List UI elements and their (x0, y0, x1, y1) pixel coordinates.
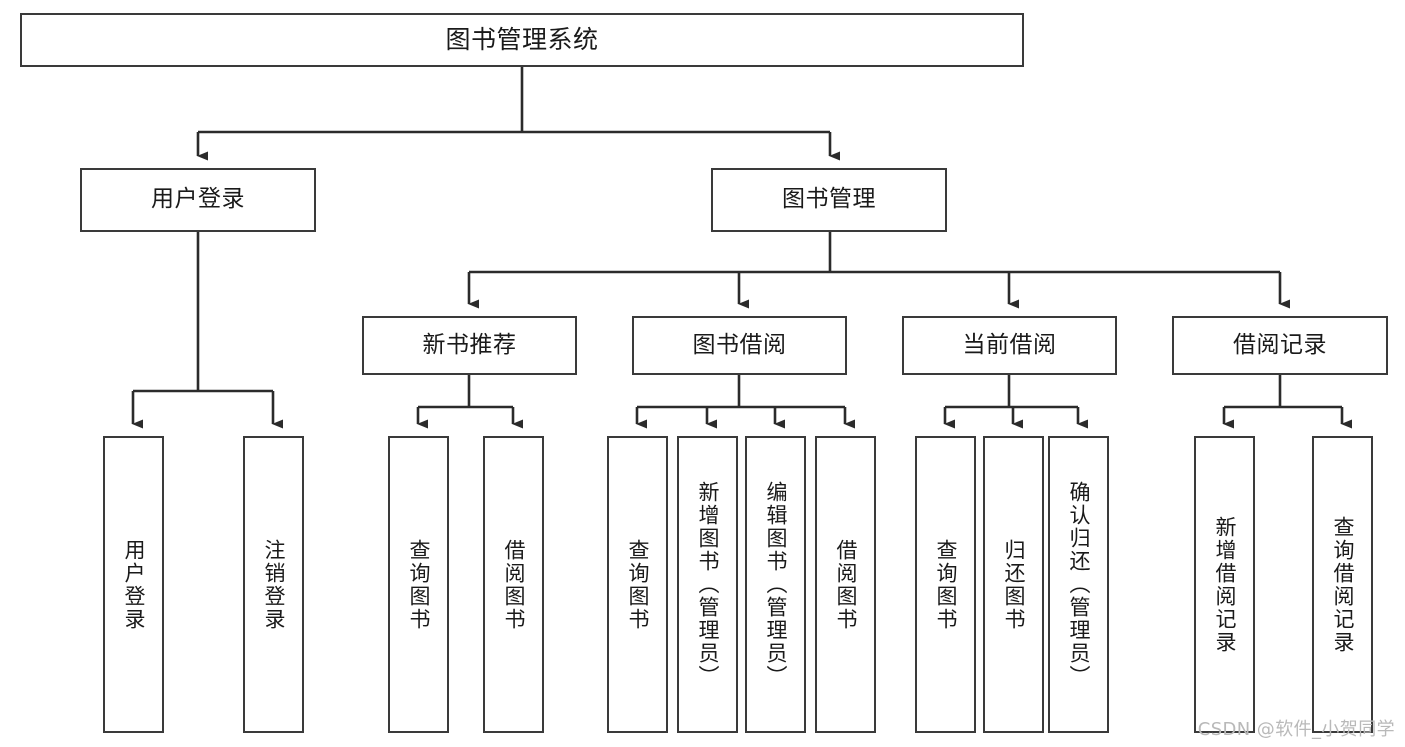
node-current-borrow-label: 当前借阅 (962, 331, 1057, 358)
node-leaf-return-book-label: 归还图书 (1001, 538, 1026, 631)
node-leaf-user-login-label: 用户登录 (121, 538, 146, 631)
node-user-login-label: 用户登录 (151, 186, 245, 213)
node-leaf-add-record-label: 新增借阅记录 (1212, 515, 1237, 654)
node-user-login[interactable]: 用户登录 (80, 168, 316, 232)
node-leaf-confirm-return-label: 确认归还（管理员） (1066, 481, 1091, 688)
node-borrow-record-label: 借阅记录 (1233, 331, 1327, 358)
node-leaf-add-book-label: 新增图书（管理员） (695, 481, 720, 688)
node-leaf-query-book-2[interactable]: 查询图书 (607, 436, 668, 733)
node-new-book-recommend-label: 新书推荐 (422, 331, 517, 358)
node-current-borrow[interactable]: 当前借阅 (902, 316, 1117, 375)
node-leaf-query-record[interactable]: 查询借阅记录 (1312, 436, 1373, 733)
node-leaf-query-book-3-label: 查询图书 (933, 538, 958, 631)
node-borrow-record[interactable]: 借阅记录 (1172, 316, 1388, 375)
node-leaf-edit-book[interactable]: 编辑图书（管理员） (745, 436, 806, 733)
node-leaf-query-book-2-label: 查询图书 (625, 538, 650, 631)
node-leaf-edit-book-label: 编辑图书（管理员） (763, 481, 788, 688)
node-book-manage-label: 图书管理 (782, 186, 876, 213)
node-leaf-borrow-book-2[interactable]: 借阅图书 (815, 436, 876, 733)
node-leaf-add-record[interactable]: 新增借阅记录 (1194, 436, 1255, 733)
node-root-label: 图书管理系统 (445, 25, 599, 55)
node-new-book-recommend[interactable]: 新书推荐 (362, 316, 577, 375)
node-leaf-return-book[interactable]: 归还图书 (983, 436, 1044, 733)
node-leaf-user-logout-label: 注销登录 (261, 538, 286, 631)
node-leaf-query-book-1[interactable]: 查询图书 (388, 436, 449, 733)
node-leaf-user-logout[interactable]: 注销登录 (243, 436, 304, 733)
node-leaf-query-record-label: 查询借阅记录 (1330, 515, 1355, 654)
node-leaf-query-book-3[interactable]: 查询图书 (915, 436, 976, 733)
node-leaf-confirm-return[interactable]: 确认归还（管理员） (1048, 436, 1109, 733)
node-root[interactable]: 图书管理系统 (20, 13, 1024, 67)
node-leaf-borrow-book-1[interactable]: 借阅图书 (483, 436, 544, 733)
node-leaf-add-book[interactable]: 新增图书（管理员） (677, 436, 738, 733)
node-leaf-user-login[interactable]: 用户登录 (103, 436, 164, 733)
node-leaf-query-book-1-label: 查询图书 (406, 538, 431, 631)
node-leaf-borrow-book-1-label: 借阅图书 (501, 538, 526, 631)
node-leaf-borrow-book-2-label: 借阅图书 (833, 538, 858, 631)
node-book-borrow[interactable]: 图书借阅 (632, 316, 847, 375)
node-book-manage[interactable]: 图书管理 (711, 168, 947, 232)
node-book-borrow-label: 图书借阅 (692, 331, 787, 358)
